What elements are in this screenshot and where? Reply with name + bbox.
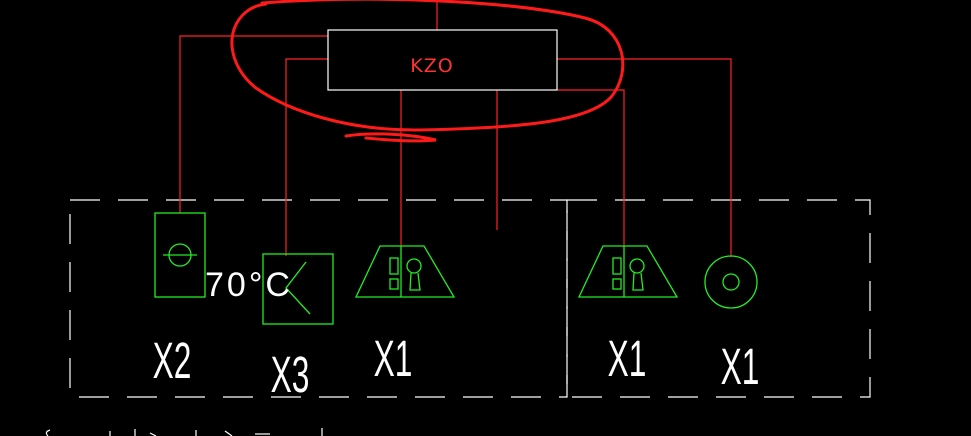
x1-left-lamp-stem	[409, 272, 421, 291]
x3-symbol-frame	[262, 253, 334, 325]
x3-zigzag-icon	[285, 261, 311, 315]
annotation-circle	[230, 0, 625, 132]
x1-left-bar-base	[389, 278, 399, 290]
device-x3[interactable]	[262, 253, 334, 325]
wiring	[179, 0, 732, 257]
x1-right-lamp-icon	[629, 258, 645, 274]
x1-right-lamp-stem	[632, 272, 644, 291]
detector-inner-ring-icon	[722, 273, 740, 291]
label-x1-left: X1	[374, 330, 413, 386]
device-labels: X2 X3 X1 X1 X1	[153, 330, 760, 402]
controller-box	[327, 29, 558, 91]
device-x1-left[interactable]	[354, 245, 456, 298]
wire-to-x3	[285, 58, 328, 256]
x1-left-trapezoid	[354, 245, 456, 298]
area-frame-left	[69, 199, 568, 398]
annotation-tail	[344, 132, 437, 143]
x1-right-bar-base	[612, 278, 622, 290]
area-frame-right	[566, 199, 871, 398]
x1-right-trapezoid	[577, 245, 679, 298]
area-frames	[69, 199, 871, 398]
temperature-label: 70°C	[205, 266, 293, 304]
detector-outer-ring	[704, 255, 758, 309]
fragment-mark-6	[224, 430, 233, 436]
wire-to-x1-round	[557, 58, 732, 257]
label-x1-right: X1	[608, 330, 647, 386]
controller-label: KZO	[410, 55, 453, 77]
wire-to-x1-right	[557, 89, 625, 246]
cropped-text-fragment	[45, 428, 323, 436]
x1-right-bar-icon	[612, 257, 622, 275]
x1-left-bar-icon	[389, 257, 399, 275]
x1-left-lamp-icon	[406, 258, 422, 274]
device-x2[interactable]	[154, 212, 206, 298]
device-x1-round[interactable]	[704, 255, 758, 309]
controller-kzo[interactable]: KZO	[327, 29, 558, 91]
label-x1-round: X1	[721, 338, 760, 394]
label-x2: X2	[153, 332, 192, 388]
x2-symbol-frame	[154, 212, 206, 298]
fragment-mark-1	[45, 429, 51, 436]
wire-to-x2	[179, 35, 328, 213]
label-x3: X3	[271, 346, 310, 402]
device-x1-right[interactable]	[577, 245, 679, 298]
